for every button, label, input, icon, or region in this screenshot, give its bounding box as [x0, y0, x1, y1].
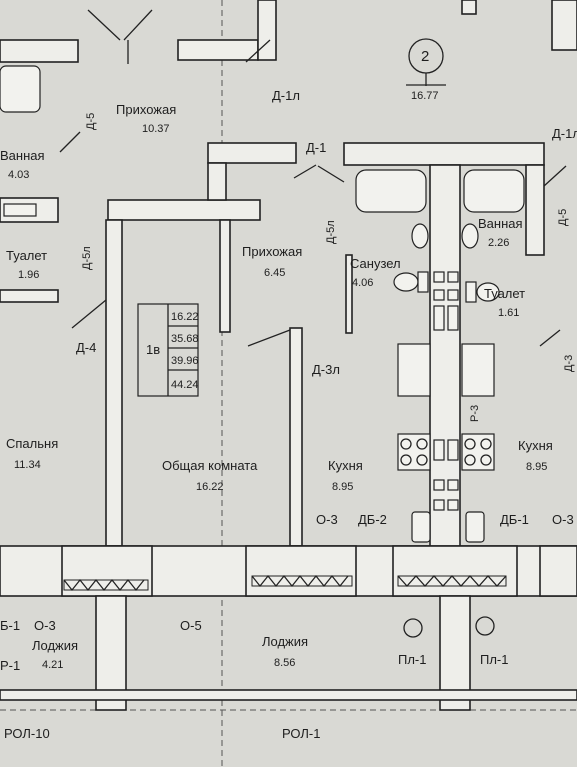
axis-marker: 2 16.77: [406, 38, 446, 102]
mark-d5l-mid: Д-5л: [325, 220, 337, 244]
wall-living-left: [105, 219, 123, 547]
lamp-pl1-b: [475, 616, 495, 636]
wall-top-mid: [177, 39, 259, 61]
mark-pl1-b: Пл-1: [480, 652, 509, 667]
room-bedroom-name: Спальня: [6, 436, 58, 451]
apartment-value-1: 16.22: [171, 311, 199, 323]
room-bath-right-name: Ванная: [478, 216, 523, 231]
wall-bath-bottom: [345, 254, 353, 334]
mark-b1-left: Б-1: [0, 618, 20, 633]
wall-left-wc-bottom: [0, 289, 59, 303]
wall-central-top: [343, 142, 545, 166]
vent-box-right: [465, 511, 485, 543]
wall-d3-partition: [289, 327, 303, 547]
apartment-value-4: 44.24: [171, 379, 199, 391]
sink-right: [461, 223, 479, 249]
apartment-summary-table: 1в 16.22 35.68 39.96 44.24: [137, 303, 199, 397]
mark-p1-left: Р-1: [0, 658, 20, 673]
wall-hall-upper: [107, 199, 261, 221]
toilet-right-tank: [465, 281, 477, 303]
room-kitchen-name: Кухня: [328, 458, 363, 473]
kitchen-sink-right: [461, 343, 495, 397]
room-hall-name: Прихожая: [242, 244, 302, 259]
room-bath-left-area: 4.03: [8, 169, 29, 181]
room-wc-left-area: 1.96: [18, 269, 39, 281]
lintel-hatch: [63, 574, 507, 592]
wall-hall-top: [207, 142, 297, 164]
apartment-type: 1в: [146, 342, 160, 357]
mark-pl1-a: Пл-1: [398, 652, 427, 667]
room-bedroom-area: 11.34: [14, 459, 41, 471]
wall-loggia-bottom: [0, 689, 577, 701]
room-loggia-name: Лоджия: [262, 634, 308, 649]
axis-number: 2: [421, 48, 429, 65]
wall-outer-far-right: [539, 545, 577, 597]
room-bath-right-area: 2.26: [488, 237, 509, 249]
apartment-value-3: 39.96: [171, 355, 199, 367]
sink-center: [411, 223, 429, 249]
room-bathroom-name: Санузел: [350, 256, 401, 271]
mark-d1: Д-1: [306, 140, 326, 155]
mark-db1: ДБ-1: [500, 512, 529, 527]
bathtub-left: [0, 65, 41, 113]
room-living-name: Общая комната: [162, 458, 258, 473]
mark-o3-right: О-3: [552, 512, 574, 527]
apartment-value-2: 35.68: [171, 333, 199, 345]
wall-right-bath: [525, 164, 545, 256]
mark-d3l: Д-3л: [312, 362, 340, 377]
room-wc-right-area: 1.61: [498, 307, 519, 319]
room-loggia-left-name: Лоджия: [32, 638, 78, 653]
shaft-pipes: [433, 271, 459, 511]
room-hall-area: 6.45: [264, 267, 285, 279]
toilet-center: [393, 272, 419, 292]
wall-partition-short: [219, 219, 231, 333]
room-bath-left-name: Ванная: [0, 148, 45, 163]
room-bathroom-area: 4.06: [352, 277, 373, 289]
mark-o3-mid: О-3: [316, 512, 338, 527]
room-living-area: 16.22: [196, 481, 224, 493]
vent-box-center: [411, 511, 431, 543]
room-kitchen-right-area: 8.95: [526, 461, 547, 473]
wall-top-strip: [461, 0, 477, 15]
mark-db2: ДБ-2: [358, 512, 387, 527]
mark-o5: О-5: [180, 618, 202, 633]
toilet-center-tank: [417, 271, 429, 293]
mark-d1l-right: Д-1л: [552, 126, 577, 141]
mark-d5l-left: Д-5л: [81, 246, 93, 270]
room-kitchen-area: 8.95: [332, 481, 353, 493]
mark-rol1: РОЛ-1: [282, 726, 320, 741]
door-swings: [59, 9, 567, 347]
mark-rol10: РОЛ-10: [4, 726, 50, 741]
wall-outer-left-pillar: [61, 545, 153, 597]
toilet-right: [476, 282, 500, 302]
mark-o3-left: О-3: [34, 618, 56, 633]
mark-d5-top: Д-5: [85, 113, 97, 130]
bathtub-right: [463, 169, 525, 213]
mark-d1l-top: Д-1л: [272, 88, 300, 103]
room-wc-right-name: Туалет: [484, 286, 525, 301]
wall-top-column: [257, 0, 277, 61]
mark-d3-right: Д-3: [563, 355, 575, 372]
mark-d4: Д-4: [76, 340, 96, 355]
mark-r3: Р-3: [469, 405, 481, 422]
wall-top-left: [0, 39, 79, 63]
wall-hall-left-column: [207, 162, 227, 201]
kitchen-sink-center: [397, 343, 431, 397]
axis-dimension: 16.77: [411, 90, 439, 102]
bathtub-center: [355, 169, 427, 213]
room-kitchen-right-name: Кухня: [518, 438, 553, 453]
fixture-left-wc: [3, 203, 37, 217]
room-loggia-area: 8.56: [274, 657, 295, 669]
room-hall-left-area: 10.37: [142, 123, 170, 135]
mark-d5-right: Д-5: [557, 209, 569, 226]
room-wc-left-name: Туалет: [6, 248, 47, 263]
room-hall-left-name: Прихожая: [116, 102, 176, 117]
wall-outer-right-pillar: [392, 545, 518, 597]
lamp-pl1-a: [403, 618, 423, 638]
room-loggia-left-area: 4.21: [42, 659, 63, 671]
wall-top-right-stair: [551, 0, 577, 51]
wall-outer-mid-pillar: [245, 545, 357, 597]
